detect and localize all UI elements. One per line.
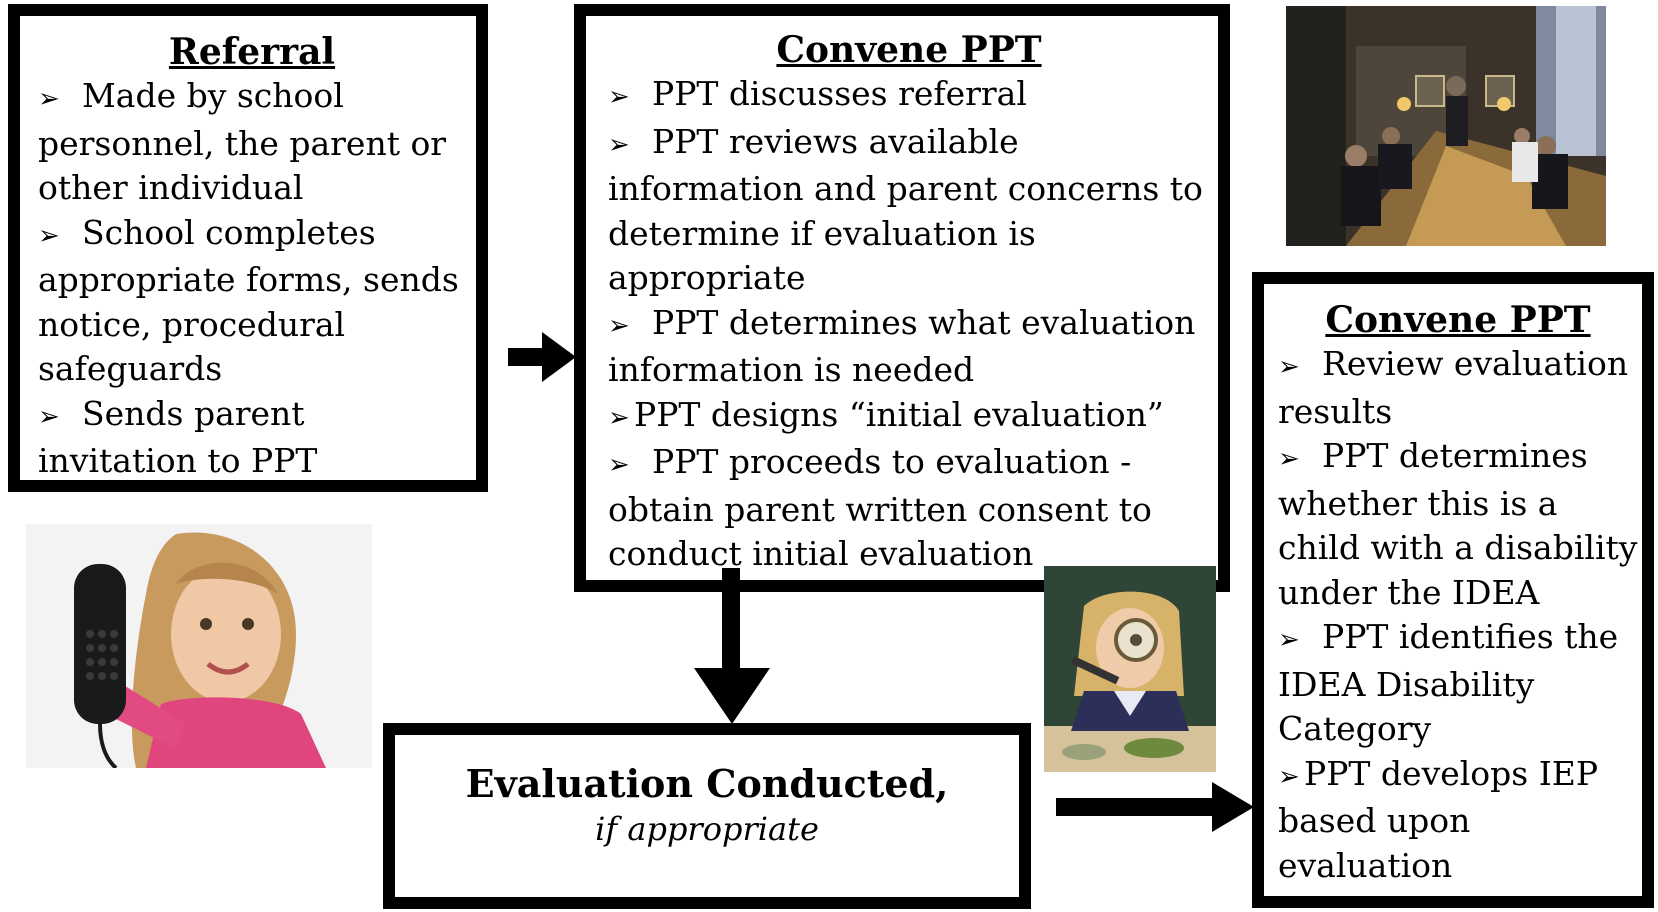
- list-item-text: PPT designs “initial evaluation”: [634, 394, 1164, 434]
- convene-ppt-title-first: Convene PPT: [776, 29, 1042, 71]
- list-item: ➢School completes appropriate forms, sen…: [38, 211, 466, 392]
- list-item: ➢Made by school personnel, the parent or…: [38, 74, 466, 211]
- list-item: ➢PPT develops IEP based upon evaluation: [1278, 752, 1638, 889]
- list-item: ➢Review evaluation results: [1278, 342, 1638, 434]
- bullet-arrow-icon: ➢: [1278, 444, 1300, 474]
- list-item-text: PPT determines whether this is a child w…: [1278, 436, 1638, 612]
- arrow-right-icon: [1056, 782, 1254, 832]
- list-item-text: PPT develops IEP based upon evaluation: [1278, 753, 1599, 885]
- list-item-text: PPT reviews available information and pa…: [608, 121, 1203, 298]
- list-item: ➢PPT proceeds to evaluation - obtain par…: [608, 440, 1210, 577]
- list-item: ➢PPT determines what evaluation informat…: [608, 301, 1210, 393]
- convene-ppt-list-first: ➢PPT discusses referral ➢PPT reviews ava…: [608, 72, 1210, 577]
- bullet-arrow-icon: ➢: [1278, 761, 1300, 792]
- convene-ppt-box-first: Convene PPT ➢PPT discusses referral ➢PPT…: [574, 4, 1230, 592]
- evaluation-subtitle: if appropriate: [595, 810, 819, 848]
- referral-title: Referral: [168, 31, 336, 73]
- convene-ppt-title-second: Convene PPT: [1325, 299, 1591, 341]
- convene-ppt-list-second: ➢Review evaluation results ➢PPT determin…: [1278, 342, 1638, 888]
- list-item: ➢ PPT discusses referral: [608, 72, 1210, 120]
- list-item: ➢PPT designs “initial evaluation”: [608, 393, 1210, 441]
- bullet-arrow-icon: ➢: [38, 84, 60, 114]
- list-item-text: PPT determines what evaluation informati…: [608, 302, 1196, 390]
- bullet-arrow-icon: ➢: [608, 310, 630, 341]
- girl-holding-phone-photo-icon: [26, 524, 372, 768]
- girl-with-magnifying-glass-photo-icon: [1044, 566, 1216, 772]
- list-item: ➢PPT reviews available information and p…: [608, 120, 1210, 301]
- business-meeting-photo-icon: [1286, 6, 1606, 246]
- arrow-down-icon: [694, 568, 770, 724]
- bullet-arrow-icon: ➢: [608, 450, 630, 480]
- list-item-text: Made by school personnel, the parent or …: [38, 76, 447, 207]
- bullet-arrow-icon: ➢: [1278, 625, 1300, 655]
- bullet-arrow-icon: ➢: [608, 129, 630, 160]
- list-item: ➢Sends parent invitation to PPT: [38, 392, 466, 484]
- arrow-right-icon: [508, 332, 576, 382]
- list-item: ➢PPT determines whether this is a child …: [1278, 434, 1638, 615]
- referral-list: ➢Made by school personnel, the parent or…: [38, 74, 466, 484]
- bullet-arrow-icon: ➢: [38, 401, 60, 432]
- convene-ppt-box-second: Convene PPT ➢Review evaluation results ➢…: [1252, 272, 1654, 908]
- list-item-text: PPT discusses referral: [652, 74, 1027, 113]
- list-item-text: PPT proceeds to evaluation - obtain pare…: [608, 442, 1152, 573]
- list-item-text: Sends parent invitation to PPT: [38, 393, 318, 481]
- evaluation-title: Evaluation Conducted,: [465, 761, 949, 806]
- bullet-arrow-icon: ➢: [608, 82, 630, 112]
- list-item-text: PPT identifies the IDEA Disability Categ…: [1278, 617, 1619, 748]
- list-item-text: Review evaluation results: [1278, 344, 1629, 431]
- list-item-text: School completes appropriate forms, send…: [38, 212, 459, 389]
- evaluation-conducted-box: Evaluation Conducted, if appropriate: [383, 723, 1031, 909]
- bullet-arrow-icon: ➢: [608, 402, 630, 433]
- list-item: ➢PPT identifies the IDEA Disability Cate…: [1278, 615, 1638, 752]
- bullet-arrow-icon: ➢: [1278, 352, 1300, 382]
- referral-box: Referral ➢Made by school personnel, the …: [8, 4, 488, 492]
- bullet-arrow-icon: ➢: [38, 220, 60, 251]
